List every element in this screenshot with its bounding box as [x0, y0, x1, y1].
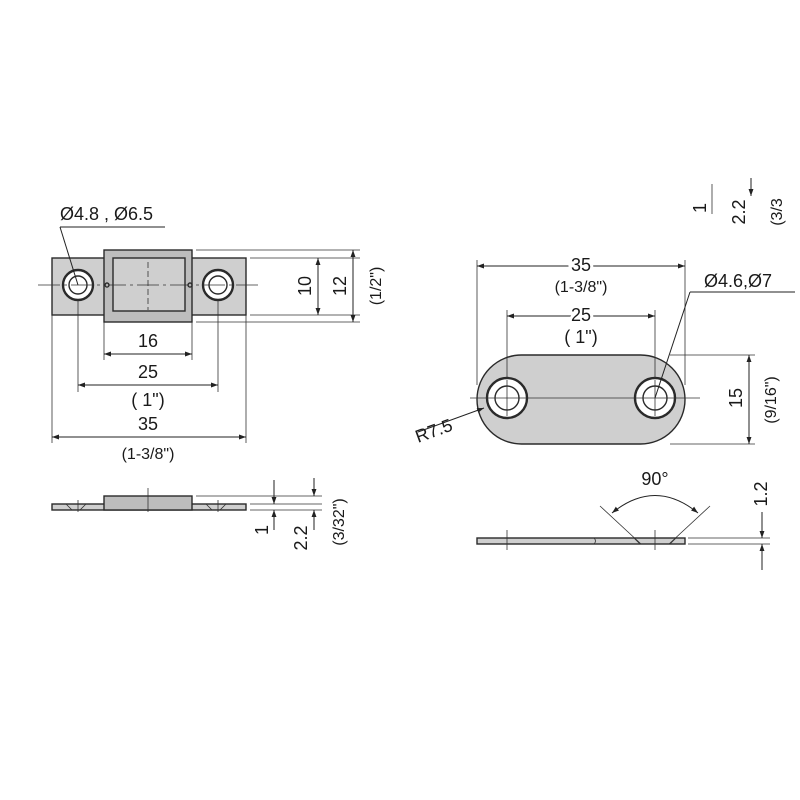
- strike-height-label: 15: [726, 388, 746, 408]
- right-side-view: 90° 1.2: [476, 469, 771, 570]
- height-10-label: 10: [295, 276, 315, 296]
- height-12-label: 12: [330, 276, 350, 296]
- svg-text:1: 1: [690, 203, 710, 213]
- corner-thickness-legend: 1 2.2 (3/3: [690, 178, 786, 226]
- strike-width-inch-label: (1-3/8"): [555, 279, 608, 296]
- right-top-view: 35 (1-3/8") 25 ( 1") Ø4.6,Ø7 15 (9/16") …: [413, 252, 795, 447]
- thickness-inch-label: (3/32"): [331, 498, 348, 545]
- width-35-inch-label: (1-3/8"): [122, 446, 175, 463]
- svg-text:2.2: 2.2: [729, 199, 749, 224]
- height-inch-label: (1/2"): [368, 267, 385, 306]
- strike-height-inch-label: (9/16"): [763, 376, 780, 423]
- strike-spacing-inch-label: ( 1"): [564, 327, 597, 347]
- thickness-2-2-label: 2.2: [291, 525, 311, 550]
- width-25-inch-label: ( 1"): [131, 390, 164, 410]
- left-side-view: 1 2.2 (3/32"): [51, 478, 348, 551]
- magnet-body: [112, 257, 186, 312]
- strike-width-35-label: 35: [571, 255, 591, 275]
- countersink-angle-arc: [611, 495, 699, 514]
- left-hole-diameter-label: Ø4.8 , Ø6.5: [60, 204, 153, 224]
- width-16-label: 16: [138, 331, 158, 351]
- strike-hole-diameter-label: Ø4.6,Ø7: [704, 271, 772, 291]
- svg-text:(3/3: (3/3: [769, 198, 786, 226]
- strike-thickness-label: 1.2: [751, 481, 771, 506]
- strike-spacing-25-label: 25: [571, 305, 591, 325]
- radius-label: R7.5: [413, 415, 456, 447]
- width-35-label: 35: [138, 414, 158, 434]
- countersink-angle-label: 90°: [641, 469, 668, 489]
- width-25-label: 25: [138, 362, 158, 382]
- strike-side-plate: [476, 537, 686, 545]
- hole-leader: [59, 226, 79, 286]
- thickness-1-label: 1: [252, 525, 272, 535]
- left-top-view: Ø4.8 , Ø6.5 10 12 (1/2") 16 25 ( 1") 35 …: [38, 204, 385, 463]
- strike-hole-leader: [654, 291, 691, 399]
- radius-leader: [417, 407, 485, 433]
- strike-plate: [476, 354, 686, 445]
